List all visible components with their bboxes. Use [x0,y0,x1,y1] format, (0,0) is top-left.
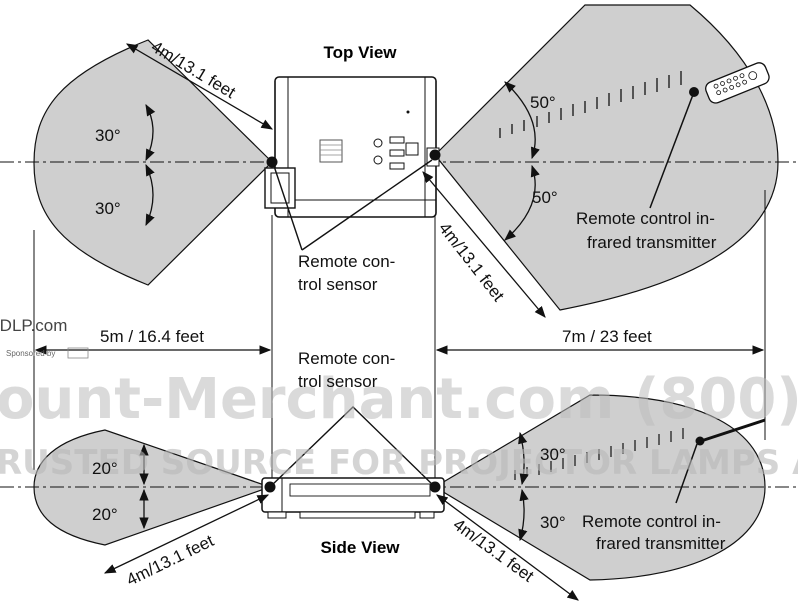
label-angle-side-right-down: 30° [540,513,566,532]
label-angle-top-left-up: 30° [95,126,121,145]
label-range-front-side: 4m/13.1 feet [123,531,217,590]
top-ir-beam-ticks [499,71,682,138]
dimension-guides [33,190,766,490]
remote-control-side [697,418,766,444]
label-transmitter-top-1: Remote control in- [576,209,715,228]
top-view-title: Top View [323,43,397,62]
label-distance-right: 7m / 23 feet [562,327,652,346]
sensor-leader-front [273,165,303,251]
watermark-sponsor-logo [67,347,89,359]
side-rear-range-arrow [436,494,579,601]
top-rear-sensor-dot [429,149,441,161]
side-front-range-arrow [103,494,270,574]
watermark-tagline: RUSTED SOURCE FOR PROJECTOR LAMPS AND A [0,443,798,483]
top-front-sensor-dot [266,156,278,168]
side-view-title: Side View [320,538,400,557]
label-transmitter-side-1: Remote control in- [582,512,721,531]
top-rear-angle-arc-up [504,81,540,160]
top-transmitter-leader [649,91,695,209]
label-angle-top-right-up: 50° [530,93,556,112]
top-rear-range-arrow [422,171,546,318]
projector-side-view [261,477,445,519]
watermark-sponsor: Sponsored by [6,349,55,358]
sensor-leader-side [269,406,436,488]
label-sensor-top-1: Remote con- [298,252,395,271]
label-sensor-top-2: trol sensor [298,275,378,294]
label-transmitter-side-2: frared transmitter [596,534,726,553]
side-transmitter-dot [695,436,705,446]
label-transmitter-top-2: frared transmitter [587,233,717,252]
label-distance-left: 5m / 16.4 feet [100,327,204,346]
remote-control-top [705,62,770,104]
label-sensor-mid-2: trol sensor [298,372,378,391]
watermark-site: rDLP.com [0,316,67,335]
label-angle-side-left-down: 20° [92,505,118,524]
top-front-angle-arc-down [145,163,155,227]
label-sensor-mid-1: Remote con- [298,349,395,368]
label-angle-side-left-up: 20° [92,459,118,478]
watermark-brand: ount-Merchant.com (800) [0,367,798,432]
side-rear-angle-arc-up [518,431,529,486]
side-transmitter-leader [675,443,698,504]
top-front-range-arrow [125,43,274,130]
sensor-leader-rear [301,159,433,251]
projector-top-view [264,76,440,218]
label-angle-top-left-down: 30° [95,199,121,218]
label-angle-top-right-down: 50° [532,188,558,207]
label-angle-side-right-up: 30° [540,445,566,464]
side-ir-beam-ticks [514,428,684,480]
